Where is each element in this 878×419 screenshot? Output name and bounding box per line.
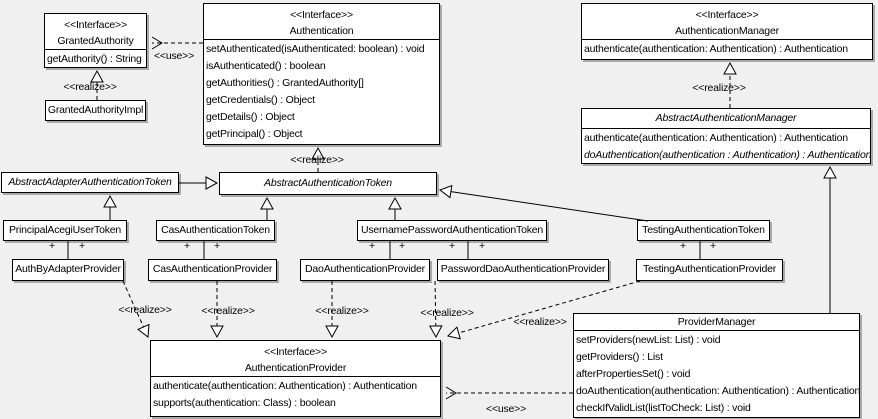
class-testing-authentication-provider[interactable]: TestingAuthenticationProvider <box>636 259 783 281</box>
class-title: GrantedAuthority <box>57 35 134 47</box>
stereotype: <<Interface>> <box>64 19 127 31</box>
method: isAuthenticated() : boolean <box>206 60 326 72</box>
class-title: TestingAuthenticationProvider <box>642 263 777 275</box>
visibility-plus: + <box>214 240 220 252</box>
visibility-plus: + <box>184 240 190 252</box>
realize-label: <<realize>> <box>692 82 746 94</box>
method: getCredentials() : Object <box>206 94 315 106</box>
class-authentication-provider[interactable]: <<Interface>> AuthenticationProvider aut… <box>150 340 441 417</box>
method: setAuthenticated(isAuthenticated: boolea… <box>206 43 425 55</box>
class-title: PasswordDaoAuthenticationProvider <box>440 263 606 275</box>
class-auth-by-adapter-provider[interactable]: AuthByAdapterProvider <box>12 259 124 281</box>
class-title: Authentication <box>289 25 354 37</box>
realize-label: <<realize>> <box>63 81 117 93</box>
realize-label: <<realize>> <box>513 316 567 328</box>
realize-label: <<realize>> <box>118 304 172 316</box>
class-testing-authentication-token[interactable]: TestingAuthenticationToken <box>637 220 770 241</box>
stereotype: <<Interface>> <box>264 346 327 358</box>
class-title: AuthByAdapterProvider <box>15 263 121 275</box>
class-title: PrincipalAcegiUserToken <box>8 224 122 236</box>
class-title: UsernamePasswordAuthenticationToken <box>360 224 544 236</box>
method: getAuthorities() : GrantedAuthority[] <box>206 77 364 89</box>
class-cas-authentication-provider[interactable]: CasAuthenticationProvider <box>148 259 277 281</box>
realize-label: <<realize>> <box>315 305 369 317</box>
realize-label: <<realize>> <box>201 305 255 317</box>
method: authenticate(authentication: Authenticat… <box>153 380 417 392</box>
visibility-plus: + <box>680 240 686 252</box>
class-granted-authority-impl[interactable]: GrantedAuthorityImpl <box>45 100 146 121</box>
method: authenticate(authentication: Authenticat… <box>584 132 848 144</box>
stereotype: <<Interface>> <box>695 9 759 21</box>
realize-label: <<realize>> <box>290 154 344 166</box>
method: setProviders(newList: List) : void <box>576 334 721 346</box>
class-abstract-adapter-authentication-token[interactable]: AbstractAdapterAuthenticationToken <box>1 172 179 193</box>
method: checkIfValidList(listToCheck: List) : vo… <box>576 402 751 414</box>
visibility-plus: + <box>479 240 485 252</box>
visibility-plus: + <box>449 240 455 252</box>
class-title: AuthenticationProvider <box>244 362 347 374</box>
class-username-password-authentication-token[interactable]: UsernamePasswordAuthenticationToken <box>357 220 547 241</box>
visibility-plus: + <box>369 240 375 252</box>
class-authentication-manager[interactable]: <<Interface>> AuthenticationManager auth… <box>581 3 873 60</box>
class-authentication[interactable]: <<Interface>> Authentication setAuthenti… <box>203 3 440 145</box>
class-title: CasAuthenticationToken <box>161 224 270 236</box>
class-title: AuthenticationManager <box>675 25 779 37</box>
class-dao-authentication-provider[interactable]: DaoAuthenticationProvider <box>300 259 430 281</box>
class-title: AbstractAuthenticationManager <box>655 112 797 124</box>
class-cas-authentication-token[interactable]: CasAuthenticationToken <box>156 220 275 241</box>
class-password-dao-authentication-provider[interactable]: PasswordDaoAuthenticationProvider <box>437 259 609 281</box>
class-principal-acegi-user-token[interactable]: PrincipalAcegiUserToken <box>3 220 127 241</box>
method: getProviders() : List <box>576 351 663 363</box>
class-granted-authority[interactable]: <<Interface>> GrantedAuthority getAuthor… <box>44 13 147 68</box>
visibility-plus: + <box>79 240 85 252</box>
class-title: AbstractAuthenticationToken <box>264 177 392 189</box>
class-title: GrantedAuthorityImpl <box>47 104 144 116</box>
visibility-plus: + <box>49 240 55 252</box>
visibility-plus: + <box>399 240 405 252</box>
gen-edge-testingtoken <box>438 184 649 222</box>
realize-label: <<realize>> <box>420 307 474 319</box>
method: getPrincipal() : Object <box>206 128 303 140</box>
method: authenticate(authentication: Authenticat… <box>584 43 848 55</box>
method: doAuthentication(authentication : Authen… <box>584 149 872 161</box>
use-label: <<use>> <box>485 403 527 415</box>
class-abstract-authentication-manager[interactable]: AbstractAuthenticationManager authentica… <box>581 108 871 164</box>
class-title: TestingAuthenticationToken <box>642 224 765 236</box>
class-provider-manager[interactable]: ProviderManager setProviders(newList: Li… <box>573 313 860 418</box>
method: supports(authentication: Class) : boolea… <box>153 397 336 409</box>
method: getAuthority() : String <box>47 53 142 65</box>
class-title: CasAuthenticationProvider <box>152 263 273 275</box>
use-label: <<use>> <box>153 50 195 62</box>
class-title: DaoAuthenticationProvider <box>305 263 425 275</box>
method: getDetails() : Object <box>206 111 295 123</box>
method: afterPropertiesSet() : void <box>576 368 691 380</box>
class-abstract-authentication-token[interactable]: AbstractAuthenticationToken <box>219 172 437 195</box>
method: doAuthentication(authentication: Authent… <box>576 385 861 397</box>
stereotype: <<Interface>> <box>290 9 353 21</box>
class-title: ProviderManager <box>677 316 756 328</box>
class-title: AbstractAdapterAuthenticationToken <box>8 176 172 188</box>
visibility-plus: + <box>710 240 716 252</box>
